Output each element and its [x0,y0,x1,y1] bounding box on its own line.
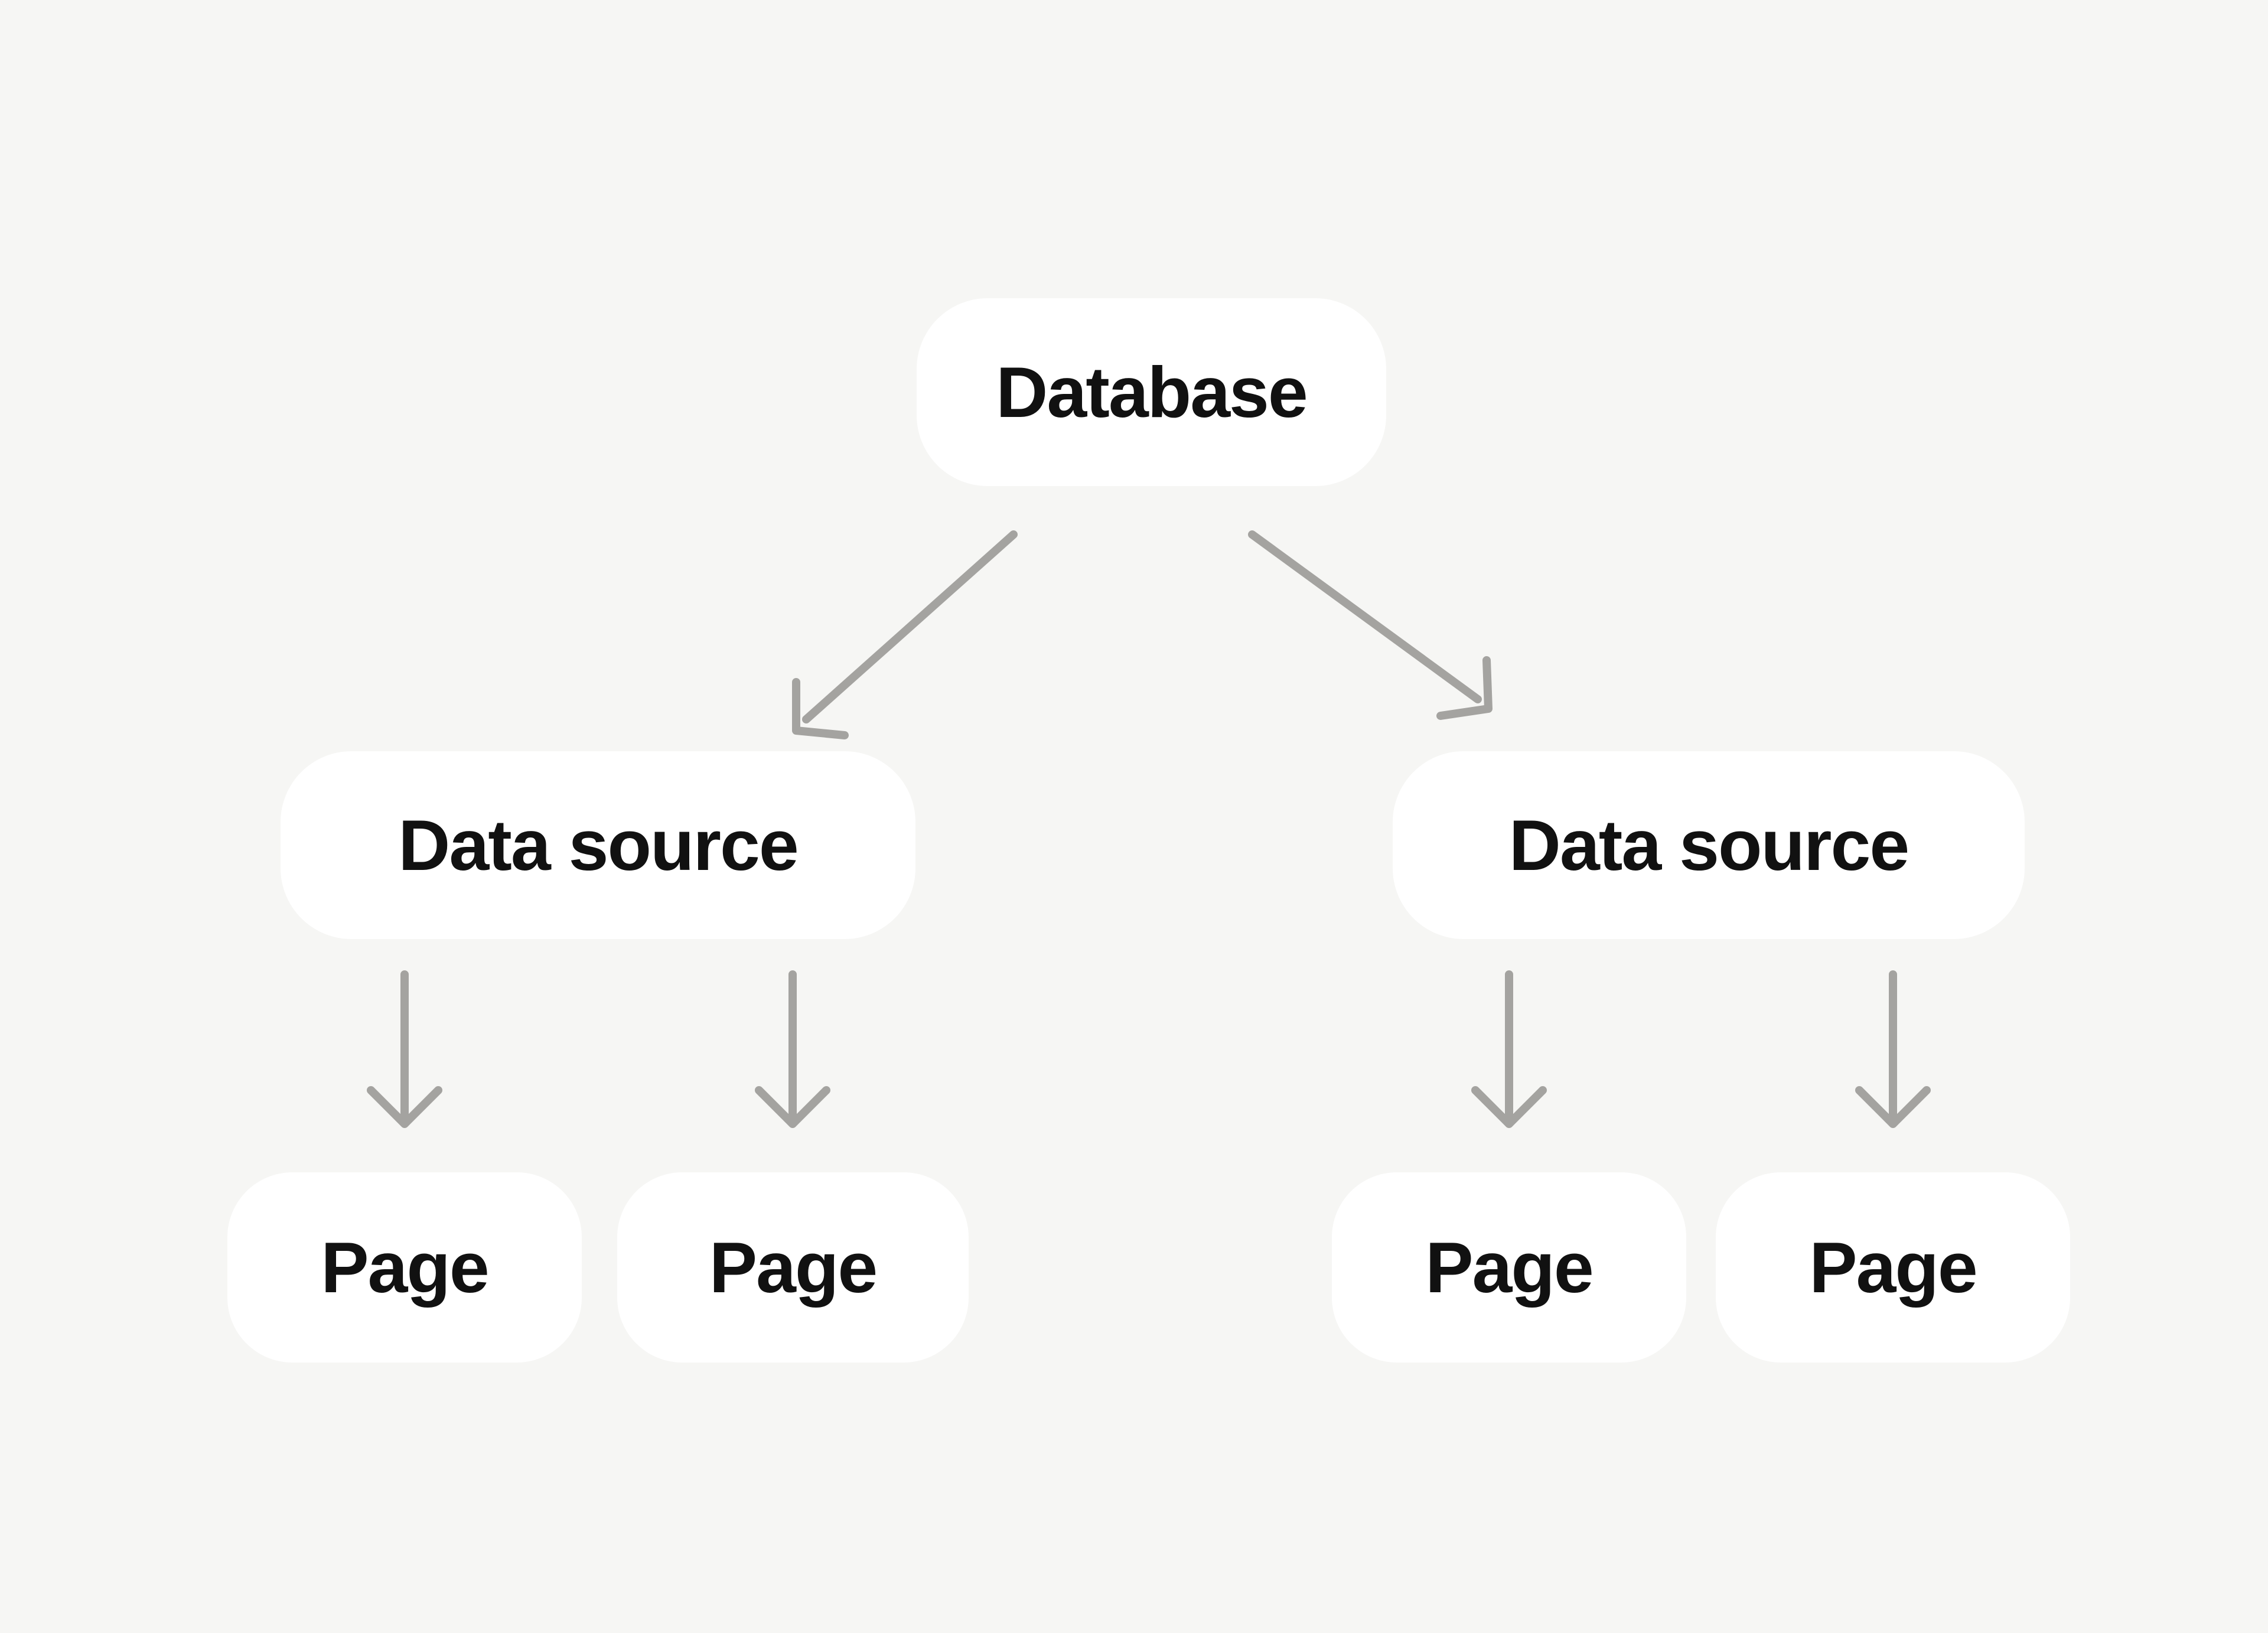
node-page-left-2: Page [617,1172,969,1363]
arrow-database-to-data-source-left [792,530,1018,739]
arrow-data-source-right-to-page-4 [1855,970,1931,1128]
node-database: Database [917,298,1386,486]
arrow-data-source-right-to-page-3 [1471,970,1547,1128]
node-page-left-2-label: Page [709,1227,878,1308]
node-page-left-1-label: Page [321,1227,490,1308]
node-page-right-2: Page [1716,1172,2070,1363]
node-data-source-right: Data source [1393,751,2025,939]
node-page-right-2-label: Page [1809,1227,1978,1308]
node-page-right-1: Page [1332,1172,1686,1363]
node-data-source-left: Data source [281,751,915,939]
arrow-data-source-left-to-page-2 [755,970,830,1128]
node-database-label: Database [996,352,1308,432]
arrow-data-source-left-to-page-1 [367,970,442,1128]
node-page-right-1-label: Page [1425,1227,1594,1308]
node-page-left-1: Page [227,1172,582,1363]
node-data-source-left-label: Data source [398,805,799,885]
node-data-source-right-label: Data source [1508,805,1909,885]
arrow-database-to-data-source-right [1248,530,1493,720]
